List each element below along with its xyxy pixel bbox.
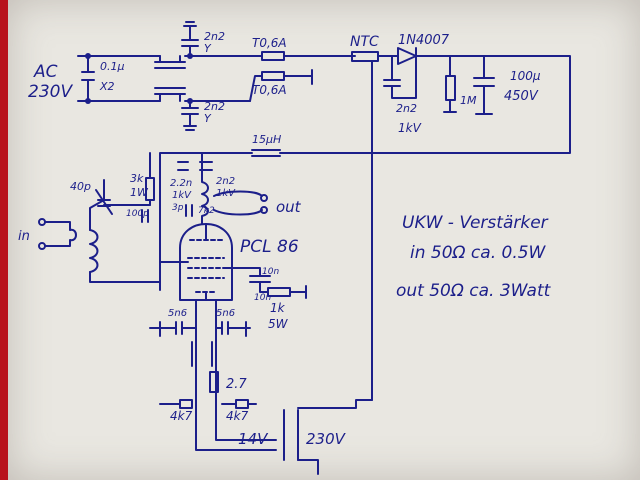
bleeder-resistor (445, 75, 456, 101)
output-label: out (276, 198, 302, 216)
input-coil (89, 229, 99, 273)
screen-r-value: 1k (270, 301, 286, 315)
bulk-capacitor (473, 55, 495, 115)
input-network: in 40p (18, 179, 161, 283)
paper-sheet: AC 230V 0.1µ X2 2n2 Y 2n2 Y T0,6A T0,6A … (8, 0, 640, 480)
tube-label: PCL 86 (240, 237, 299, 257)
fuse-1 (261, 51, 285, 61)
screen-r-power: 5W (268, 317, 289, 331)
bulk-cap-value: 100µ (510, 69, 541, 83)
grid-r-value: 3k (130, 172, 144, 185)
anode-cap-1-voltage: 1kV (172, 190, 192, 201)
screen-cap-value: 10n (262, 267, 279, 277)
x2-capacitor (81, 55, 95, 102)
mains-voltage-label: 230V (28, 82, 73, 102)
ac-label: AC (33, 62, 58, 82)
y-cap-bottom-class: Y (204, 112, 212, 125)
choke-label: 15µH (252, 133, 281, 146)
y-cap-top-class: Y (204, 42, 212, 55)
tube-envelope (179, 223, 233, 301)
mains-input: AC 230V 0.1µ X2 2n2 Y 2n2 Y T0,6A T0,6A (28, 21, 356, 131)
x2-cap-value: 0.1µ (100, 60, 125, 73)
grid-cap-value: 100p (126, 209, 149, 219)
y-cap-top (181, 21, 199, 57)
snubber-voltage: 1kV (398, 121, 422, 135)
transformer-core (283, 409, 299, 461)
fuse-2 (261, 71, 285, 81)
output-terminal-2[interactable] (260, 206, 268, 214)
common-mode-choke (154, 61, 186, 95)
rectifier: NTC 1N4007 2n2 1kV 1M 100µ 450V (350, 33, 571, 154)
snubber-value: 2n2 (396, 102, 417, 115)
heater-r-4k7-a: 4k7 (170, 409, 193, 423)
snubber-cap (383, 55, 417, 99)
osc-cap-value: 3p (172, 203, 184, 213)
fuse-2-label: T0,6A (252, 83, 287, 97)
y-cap-bottom (181, 100, 199, 131)
heater-transformer: 14V 230V (238, 399, 373, 475)
schematic: AC 230V 0.1µ X2 2n2 Y 2n2 Y T0,6A T0,6A … (18, 21, 571, 475)
diode-label: 1N4007 (398, 33, 450, 48)
notes: UKW - Verstärker in 50Ω ca. 0.5W out 50Ω… (396, 213, 552, 301)
cathode-cap-1-value: 5n6 (168, 308, 187, 319)
heater-r-value: 2.7 (226, 377, 247, 392)
screen-resistor (267, 287, 291, 297)
output-link (213, 190, 263, 216)
anode-caps (177, 161, 213, 171)
tube-stage: 3k 1W 100p 2.2n 1kV 2n2 1kV 3p 7k2 out P… (126, 152, 307, 451)
output-terminal-1[interactable] (260, 194, 268, 202)
grid-r-power: 1W (130, 186, 149, 199)
y-cap-top-value: 2n2 (204, 30, 225, 43)
grid-cap (141, 209, 149, 223)
anode-cap-1-value: 2.2n (170, 178, 192, 189)
fuse-1-label: T0,6A (252, 36, 287, 50)
cathode-bypass-caps (175, 321, 229, 335)
heater-chokes (191, 341, 213, 367)
rectifier-diode (397, 47, 417, 65)
bulk-cap-voltage: 450V (504, 89, 539, 104)
bleeder-label: 1M (460, 94, 477, 107)
heater-r-4k7-b: 4k7 (226, 409, 249, 423)
ntc-label: NTC (350, 34, 379, 50)
tank-coil (201, 152, 209, 225)
ntc-thermistor (351, 51, 379, 62)
notes-output-spec: out 50Ω ca. 3Watt (396, 281, 552, 301)
x2-cap-class: X2 (99, 80, 115, 93)
primary-voltage: 230V (306, 430, 347, 448)
anode-cap-2-value: 2n2 (216, 176, 235, 187)
screen-cap-2-value: 10n (254, 293, 271, 303)
tube-electrodes (187, 239, 225, 293)
osc-cap (185, 204, 193, 217)
secondary-voltage: 14V (238, 430, 269, 448)
b-plus-rail: 15µH (159, 133, 373, 401)
rf-choke (251, 149, 281, 157)
notes-title: UKW - Verstärker (402, 213, 549, 233)
heater-resistor (209, 371, 219, 393)
anode-cap-2-voltage: 1kV (216, 188, 236, 199)
tap-label: 7k2 (198, 206, 215, 216)
notes-input-spec: in 50Ω ca. 0.5W (410, 243, 547, 263)
y-cap-bottom-value: 2n2 (204, 100, 225, 113)
trimmer-label: 40p (70, 180, 91, 193)
input-label: in (18, 229, 30, 244)
cathode-cap-2-value: 5n6 (216, 308, 235, 319)
trimmer-cap (95, 189, 113, 215)
